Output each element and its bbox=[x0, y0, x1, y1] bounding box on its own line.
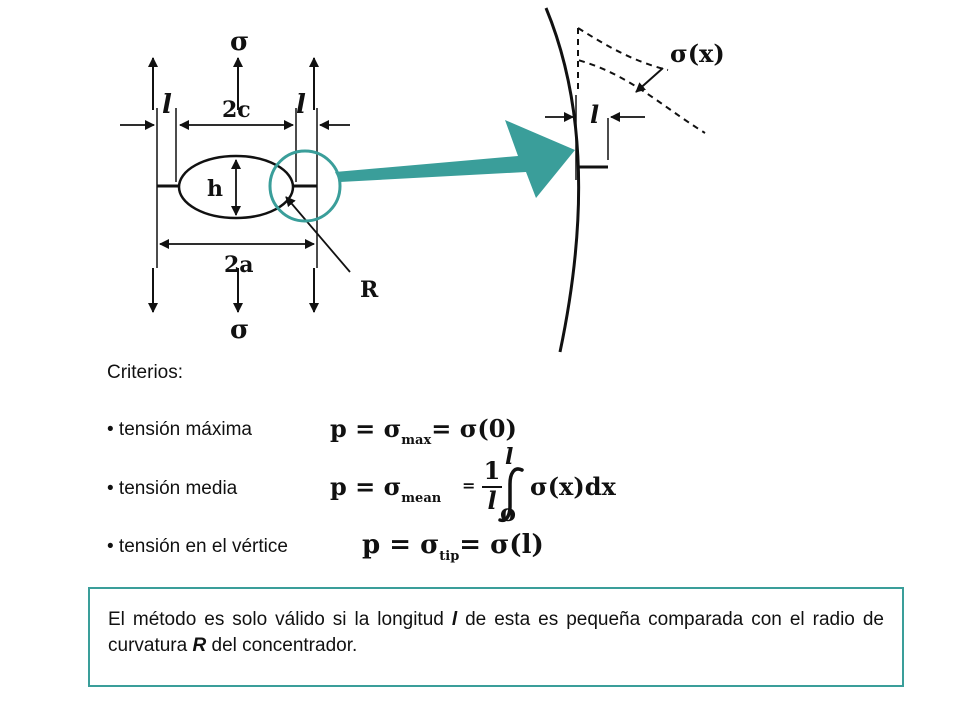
integral-upper-limit: l bbox=[505, 444, 514, 470]
highlight-circle bbox=[268, 149, 342, 223]
h-label: h bbox=[207, 176, 223, 202]
criterion-tip-label: • tensión en el vértice bbox=[107, 536, 288, 557]
integral-sign bbox=[498, 467, 524, 523]
sigma-top-label: σ bbox=[230, 27, 249, 57]
criterion-mean-label: • tensión media bbox=[107, 478, 238, 499]
l-left-label: l bbox=[162, 90, 172, 120]
r-leader bbox=[285, 196, 351, 273]
formula-mean: p = σmean bbox=[330, 472, 442, 506]
two-c-label: 2c bbox=[222, 97, 251, 123]
top-stress-arrows bbox=[148, 57, 319, 110]
zoom-arrow bbox=[335, 120, 575, 198]
formula-tip: p = σtip= σ(l) bbox=[362, 530, 544, 564]
sigma-x-leader bbox=[635, 67, 664, 93]
l-right-label: l bbox=[296, 90, 306, 120]
r-label: R bbox=[360, 277, 379, 303]
criteria-title: Criterios: bbox=[107, 362, 184, 383]
notch-profile bbox=[544, 7, 581, 353]
integral-lower-limit: o bbox=[500, 498, 517, 527]
formula-mean-integrand: σ(x)dx bbox=[530, 472, 616, 501]
l-zoom-label: l bbox=[590, 100, 599, 129]
formula-mean-eq: = bbox=[462, 476, 476, 495]
note-box: El método es solo válido si la longitud … bbox=[88, 587, 904, 687]
criterion-max-label: • tensión máxima bbox=[107, 419, 252, 440]
bottom-stress-arrows bbox=[148, 268, 319, 313]
formula-mean-fraction: 1 l bbox=[482, 456, 502, 515]
note-text: El método es solo válido si la longitud … bbox=[108, 609, 884, 656]
note-r: R bbox=[192, 635, 207, 656]
extension-lines bbox=[156, 108, 318, 268]
sigma-x-label: σ(x) bbox=[670, 39, 725, 68]
note-l: l bbox=[451, 609, 458, 630]
notch-diagram: σ σ l l 2c h 2a R bbox=[120, 7, 725, 353]
two-a-label: 2a bbox=[224, 252, 254, 278]
formula-max: p = σmax= σ(0) bbox=[330, 414, 517, 448]
sigma-bottom-label: σ bbox=[230, 315, 249, 345]
